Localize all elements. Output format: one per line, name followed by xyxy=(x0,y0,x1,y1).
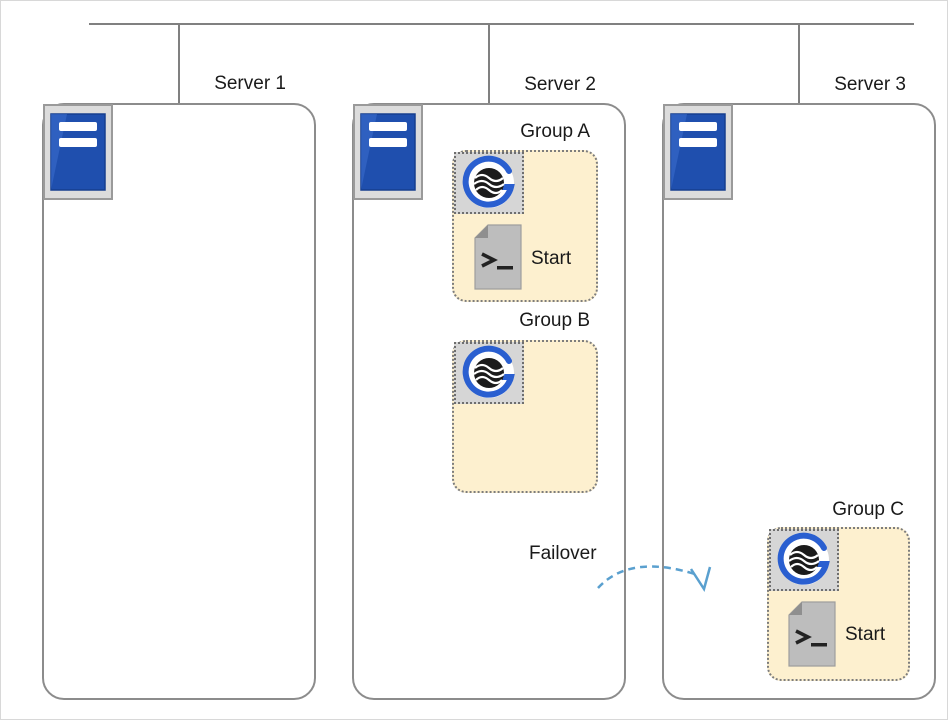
group-b-label: Group B xyxy=(519,310,590,331)
server-3-label: Server 3 xyxy=(834,74,906,95)
group-b-box xyxy=(452,340,598,493)
group-a-label: Group A xyxy=(520,121,590,142)
cluster-resource-icon xyxy=(454,342,524,404)
network-bus-line xyxy=(89,23,914,25)
script-icon xyxy=(474,224,522,290)
server-1-box xyxy=(42,103,316,700)
group-c-label: Group C xyxy=(832,499,904,520)
cluster-resource-icon xyxy=(769,529,839,591)
server-1-uplink xyxy=(178,24,180,104)
server-2-uplink xyxy=(488,24,490,104)
server-3-uplink xyxy=(798,24,800,104)
server-1-label: Server 1 xyxy=(214,73,286,94)
group-a-start-label: Start xyxy=(531,248,572,269)
script-icon xyxy=(788,601,836,667)
group-c-box: Start xyxy=(767,527,910,681)
server-icon xyxy=(43,104,113,200)
server-icon xyxy=(353,104,423,200)
group-c-start-label: Start xyxy=(845,624,886,645)
failover-arrow xyxy=(597,565,712,593)
group-a-box: Start xyxy=(452,150,598,302)
server-icon xyxy=(663,104,733,200)
server-2-label: Server 2 xyxy=(524,74,596,95)
cluster-resource-icon xyxy=(454,152,524,214)
failover-label: Failover xyxy=(529,543,597,564)
